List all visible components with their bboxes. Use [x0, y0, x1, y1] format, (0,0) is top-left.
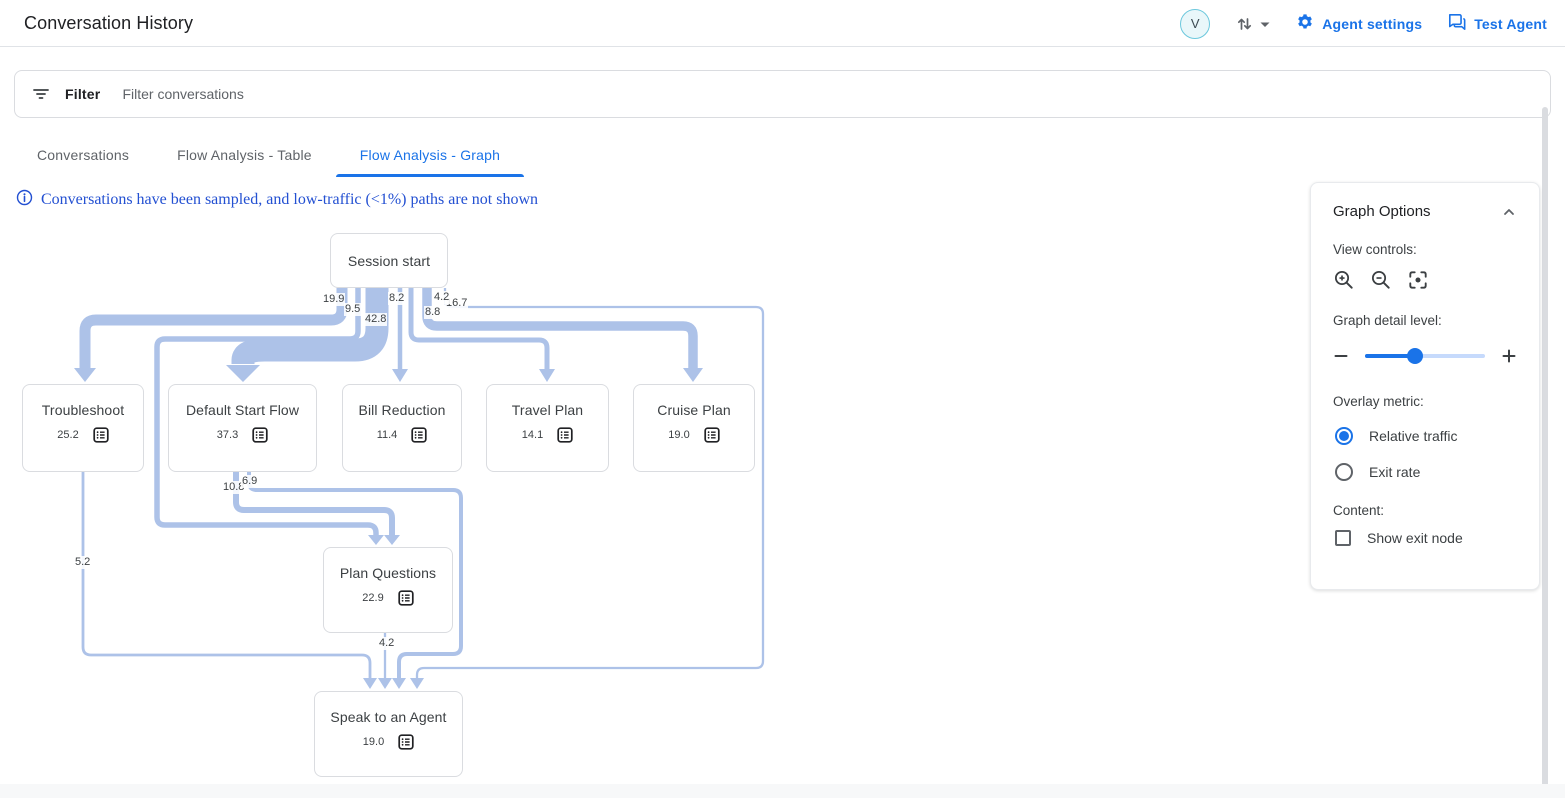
info-icon — [16, 189, 33, 211]
node-title: Session start — [347, 252, 431, 269]
checkbox-label: Show exit node — [1367, 530, 1463, 546]
filter-label: Filter — [65, 86, 101, 102]
avatar-letter: V — [1190, 16, 1200, 31]
node-plan-questions[interactable]: Plan Questions 22.9 — [323, 547, 453, 633]
node-value: 37.3 — [216, 429, 239, 441]
tab-flow-analysis-table[interactable]: Flow Analysis - Table — [177, 147, 312, 163]
edge-label: 9.5 — [344, 303, 362, 316]
node-title: Speak to an Agent — [330, 709, 447, 725]
agent-settings-label: Agent settings — [1322, 15, 1423, 32]
page-bottom-strip — [0, 784, 1565, 798]
graph-detail-label: Graph detail level: — [1333, 313, 1442, 328]
radio-unselected-icon — [1335, 463, 1353, 481]
filter-icon — [31, 84, 51, 104]
graph-detail-slider — [1333, 340, 1517, 372]
node-details-icon[interactable] — [398, 590, 414, 606]
filter-bar[interactable]: Filter Filter conversations — [14, 70, 1551, 118]
center-focus-icon[interactable] — [1407, 269, 1429, 291]
page-title: Conversation History — [24, 12, 194, 33]
node-details-icon[interactable] — [557, 427, 573, 443]
radio-exit-rate[interactable]: Exit rate — [1335, 463, 1517, 481]
edge-label: 10.8 — [222, 481, 246, 494]
edge-label: 16.7 — [445, 297, 469, 310]
edge-label: 6.9 — [241, 475, 259, 488]
node-title: Bill Reduction — [358, 402, 446, 418]
filter-input[interactable]: Filter conversations — [122, 86, 244, 102]
chat-icon — [1448, 13, 1466, 34]
radio-label: Exit rate — [1369, 464, 1421, 480]
node-details-icon[interactable] — [252, 427, 268, 443]
detail-minus-icon[interactable] — [1333, 348, 1349, 364]
collapse-chevron-icon[interactable] — [1501, 204, 1517, 220]
node-speak-to-an-agent[interactable]: Speak to an Agent 19.0 — [314, 691, 463, 777]
node-details-icon[interactable] — [411, 427, 427, 443]
node-details-icon[interactable] — [93, 427, 109, 443]
node-value: 19.0 — [362, 736, 385, 748]
content-label: Content: — [1333, 503, 1385, 518]
node-details-icon[interactable] — [704, 427, 720, 443]
radio-selected-icon — [1335, 427, 1353, 445]
radio-relative-traffic[interactable]: Relative traffic — [1335, 427, 1517, 445]
node-value: 19.0 — [668, 429, 690, 441]
test-agent-button[interactable]: Test Agent — [1448, 13, 1547, 34]
edge-label: 4.2 — [433, 291, 451, 304]
node-bill-reduction[interactable]: Bill Reduction 11.4 — [342, 384, 462, 472]
radio-label: Relative traffic — [1369, 428, 1458, 444]
node-title: Cruise Plan — [657, 402, 731, 418]
detail-plus-icon[interactable] — [1501, 348, 1517, 364]
tab-conversations[interactable]: Conversations — [37, 147, 130, 163]
node-title: Plan Questions — [339, 565, 437, 581]
sort-order-button[interactable] — [1236, 15, 1270, 33]
view-controls-label: View controls: — [1333, 242, 1417, 257]
node-title: Default Start Flow — [185, 402, 300, 418]
tab-flow-analysis-graph[interactable]: Flow Analysis - Graph — [335, 135, 525, 177]
slider-track[interactable] — [1365, 348, 1485, 364]
node-value: 14.1 — [521, 429, 544, 441]
avatar[interactable]: V — [1180, 8, 1211, 39]
edge-label: 8.2 — [388, 292, 406, 305]
edge-label: 42.8 — [364, 313, 388, 326]
node-session-start[interactable]: Session start — [330, 233, 448, 288]
edge-label: 8.8 — [424, 306, 442, 319]
test-agent-label: Test Agent — [1474, 15, 1547, 32]
sort-arrows-icon — [1236, 15, 1254, 33]
node-title: Travel Plan — [511, 402, 584, 418]
node-value: 25.2 — [57, 429, 79, 441]
node-troubleshoot[interactable]: Troubleshoot 25.2 — [22, 384, 144, 472]
tab-bar: Conversations Flow Analysis - Table Flow… — [13, 135, 525, 177]
edge-label: 4.2 — [378, 637, 396, 650]
gear-icon — [1296, 13, 1314, 34]
checkbox-unchecked-icon — [1335, 530, 1351, 546]
node-travel-plan[interactable]: Travel Plan 14.1 — [486, 384, 609, 472]
zoom-in-icon[interactable] — [1333, 269, 1355, 291]
node-cruise-plan[interactable]: Cruise Plan 19.0 — [633, 384, 755, 472]
edge-label: 5.2 — [74, 556, 92, 569]
agent-settings-button[interactable]: Agent settings — [1296, 13, 1422, 34]
node-title: Troubleshoot — [41, 402, 125, 418]
node-value: 22.9 — [362, 592, 384, 604]
scrollbar[interactable] — [1542, 107, 1548, 790]
node-value: 11.4 — [376, 429, 398, 441]
graph-options-title: Graph Options — [1333, 203, 1431, 220]
slider-thumb[interactable] — [1407, 348, 1424, 364]
graph-options-panel: Graph Options View controls: Graph detai… — [1310, 182, 1540, 590]
zoom-out-icon[interactable] — [1370, 269, 1392, 291]
sampling-notice-text: Conversations have been sampled, and low… — [41, 191, 539, 208]
slider-fill — [1365, 354, 1416, 358]
overlay-metric-label: Overlay metric: — [1333, 394, 1424, 409]
caret-down-icon — [1260, 15, 1270, 33]
top-bar: Conversation History V — [0, 0, 1565, 47]
node-default-start-flow[interactable]: Default Start Flow 37.3 — [168, 384, 317, 472]
edge-label: 19.9 — [322, 293, 346, 306]
show-exit-node-checkbox-row[interactable]: Show exit node — [1335, 530, 1517, 546]
node-details-icon[interactable] — [398, 734, 414, 750]
sampling-notice: Conversations have been sampled, and low… — [16, 189, 538, 211]
